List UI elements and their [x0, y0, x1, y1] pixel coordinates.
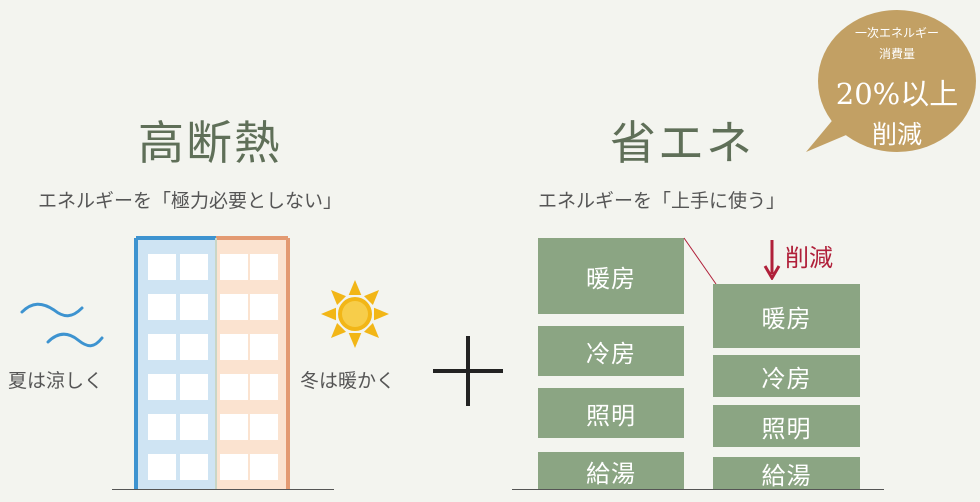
reduction-label: 削減: [785, 244, 833, 272]
right-ground-line: [512, 489, 884, 490]
building-window: [250, 374, 278, 400]
badge-line4: 削減: [871, 120, 922, 149]
insulation-subtitle: エネルギーを「極力必要としない」: [38, 190, 343, 212]
sun-ray: [331, 290, 346, 305]
building-window: [250, 294, 278, 320]
sun-ray: [374, 307, 389, 321]
building-window: [220, 294, 248, 320]
plus-icon: [433, 336, 503, 406]
before-bar-hot-water: 給湯: [538, 452, 684, 490]
sun-ray: [364, 290, 379, 305]
badge-line2: 消費量: [878, 47, 915, 61]
winter-label: 冬は暖かく: [300, 370, 396, 392]
before-bar-cooling: 冷房: [538, 326, 684, 376]
building-window: [220, 374, 248, 400]
badge-line1: 一次エネルギー: [854, 26, 939, 40]
building-window: [220, 334, 248, 360]
building-window: [250, 454, 278, 480]
building-window: [148, 374, 176, 400]
reduction-badge: 一次エネルギー 消費量 20%以上 削減: [818, 10, 976, 152]
after-bar-hot-water: 給湯: [713, 457, 860, 490]
sun-icon: [321, 280, 389, 348]
building-window: [180, 254, 208, 280]
building-window: [148, 294, 176, 320]
sun-ray: [321, 307, 336, 321]
after-bar-lighting: 照明: [713, 405, 860, 447]
building-window: [180, 374, 208, 400]
building-window: [148, 414, 176, 440]
badge-line3: 20%以上: [835, 77, 959, 111]
building-window: [148, 454, 176, 480]
building-window: [148, 254, 176, 280]
after-bar-cooling: 冷房: [713, 355, 860, 397]
sun-ray: [364, 323, 379, 338]
building-window: [250, 334, 278, 360]
sun-ray: [348, 333, 362, 348]
reduction-connector-line: [683, 237, 717, 285]
down-arrow-icon: [763, 240, 781, 280]
left-ground-line: [112, 489, 334, 490]
building-window: [220, 254, 248, 280]
building-illustration: [134, 236, 290, 490]
sun-ray: [331, 323, 346, 338]
building-window: [180, 454, 208, 480]
before-bar-lighting: 照明: [538, 388, 684, 438]
energy-saving-subtitle: エネルギーを「上手に使う」: [538, 190, 786, 212]
summer-label: 夏は涼しく: [8, 370, 104, 392]
insulation-title: 高断熱: [138, 116, 282, 170]
wind-icon: [20, 302, 104, 348]
building-window: [220, 414, 248, 440]
sun-ray: [348, 280, 362, 295]
building-window: [148, 334, 176, 360]
after-bar-heating: 暖房: [713, 284, 860, 348]
building-window: [180, 294, 208, 320]
building-window: [180, 414, 208, 440]
building-window: [180, 334, 208, 360]
building-window: [250, 254, 278, 280]
building-window: [220, 454, 248, 480]
energy-saving-title: 省エネ: [610, 116, 754, 170]
building-window: [250, 414, 278, 440]
before-bar-heating: 暖房: [538, 238, 684, 314]
